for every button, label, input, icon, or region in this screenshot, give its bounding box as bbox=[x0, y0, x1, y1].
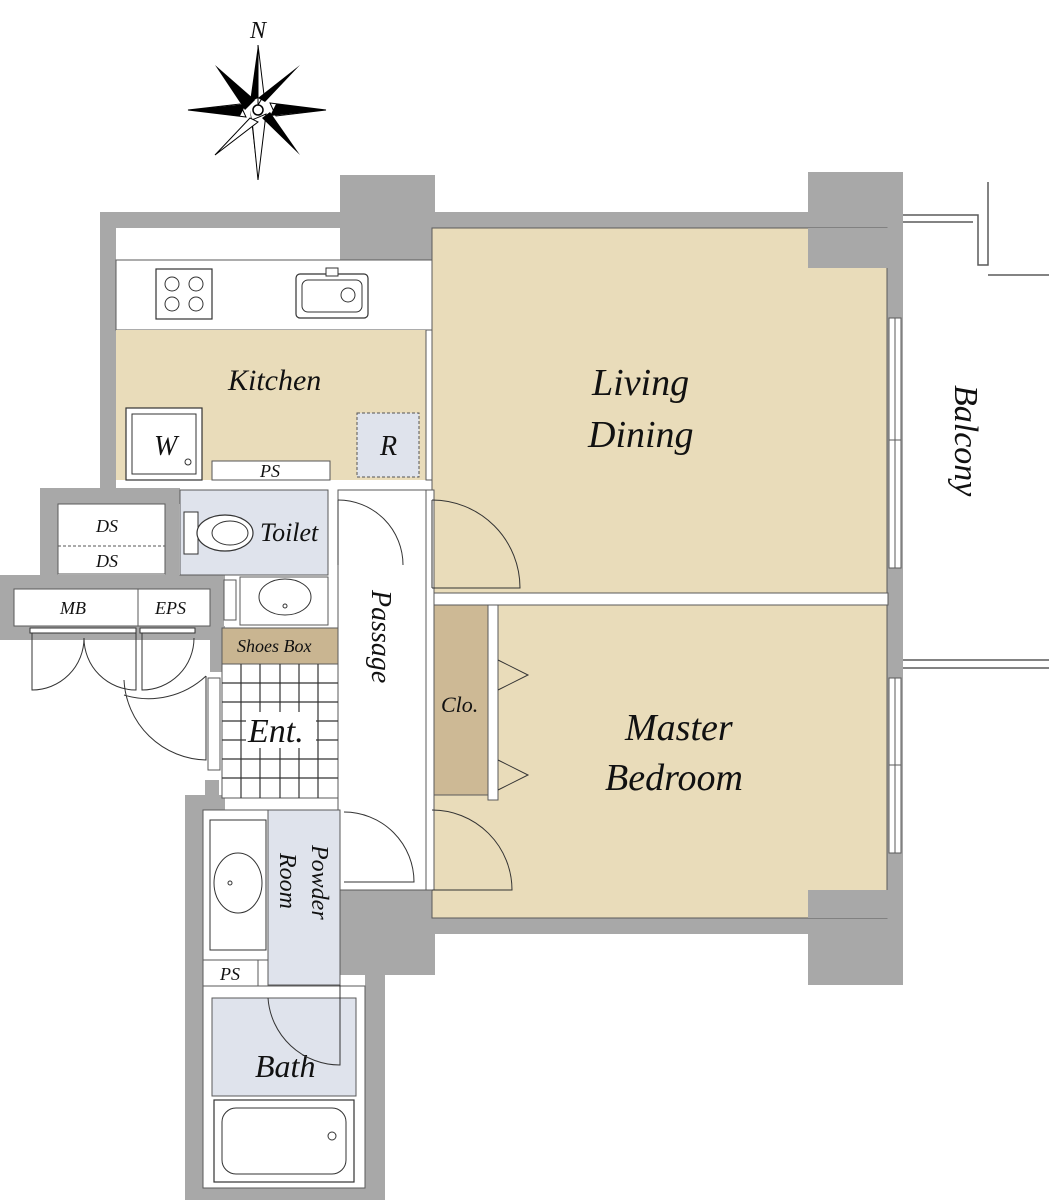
bath-door-swing bbox=[267, 985, 341, 1066]
bathtub-icon bbox=[213, 1099, 355, 1183]
living-dining-room bbox=[431, 227, 888, 594]
master-label: Master bbox=[624, 707, 733, 749]
balcony-label: Balcony bbox=[947, 385, 984, 497]
living-label: Living bbox=[591, 362, 689, 404]
toilet-icon bbox=[183, 511, 254, 555]
kitchen-label: Kitchen bbox=[227, 364, 321, 397]
bath-label: Bath bbox=[255, 1048, 315, 1084]
refrigerator-label: R bbox=[379, 431, 397, 462]
meter-box-label: MB bbox=[59, 598, 86, 618]
compass-rose-icon: N bbox=[187, 18, 327, 181]
entrance-label: Ent. bbox=[247, 713, 304, 750]
closet-label: Clo. bbox=[441, 692, 478, 717]
eps-label: EPS bbox=[154, 598, 186, 618]
pipe-space-kitchen bbox=[211, 460, 331, 481]
mb-eps-door-swings bbox=[29, 627, 207, 761]
powder-label: Powder bbox=[306, 844, 332, 920]
duct-space-label-2: DS bbox=[95, 551, 118, 571]
powder-room bbox=[267, 809, 341, 986]
bath-room bbox=[211, 997, 357, 1097]
passage bbox=[337, 489, 427, 891]
pipe-space-bath bbox=[202, 959, 259, 987]
shoes-box-label: Shoes Box bbox=[237, 636, 311, 656]
room-label: Room bbox=[274, 852, 300, 909]
entrance-floor bbox=[221, 663, 339, 799]
duct-space bbox=[57, 503, 166, 575]
closet bbox=[431, 604, 489, 796]
kitchen-sink-icon bbox=[295, 267, 369, 319]
washer-icon: W bbox=[125, 407, 203, 481]
duct-space-label-1: DS bbox=[95, 516, 118, 536]
closet-door-icon bbox=[497, 659, 530, 791]
door-swings bbox=[337, 499, 521, 891]
vanity-sink-icon bbox=[209, 819, 267, 951]
refrigerator-icon: R bbox=[356, 412, 420, 478]
kitchen-upper-area bbox=[116, 228, 340, 260]
passage-label: Passage bbox=[365, 589, 396, 683]
pipe-space-label-kitchen: PS bbox=[259, 461, 280, 481]
windows-right bbox=[888, 317, 902, 854]
north-label: N bbox=[249, 18, 268, 44]
dining-label: Dining bbox=[587, 414, 694, 456]
washbasin-icon bbox=[258, 578, 312, 616]
pipe-space-label-bath: PS bbox=[219, 964, 240, 984]
washer-label: W bbox=[154, 431, 180, 462]
balcony-outline bbox=[903, 182, 1049, 669]
toilet-label: Toilet bbox=[260, 518, 319, 547]
stove-icon bbox=[155, 268, 213, 320]
bedroom-label: Bedroom bbox=[605, 757, 743, 799]
